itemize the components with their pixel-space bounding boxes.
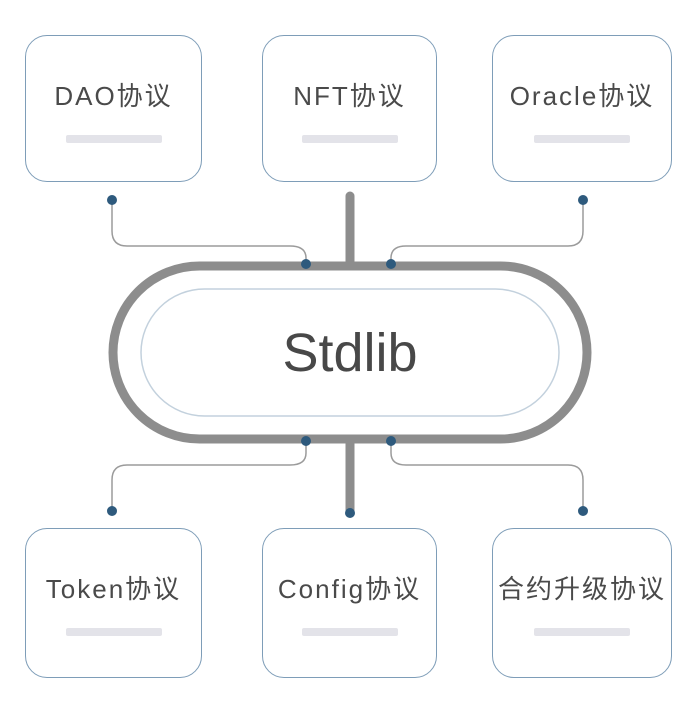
node-dao-protocol: DAO协议	[25, 35, 202, 182]
connection-dot	[386, 436, 396, 446]
node-label: Config协议	[277, 574, 422, 604]
node-contract-upgrade-protocol: 合约升级协议	[492, 528, 672, 678]
node-label: 合约升级协议	[497, 574, 666, 604]
connector-oracle-to-hub	[390, 202, 584, 262]
node-label: NFT协议	[293, 81, 406, 111]
connection-dot	[301, 436, 311, 446]
node-underline	[65, 135, 162, 143]
node-underline	[534, 135, 630, 143]
connection-dot	[345, 508, 355, 518]
connection-dot	[107, 195, 117, 205]
connector-upgrade-to-hub	[390, 444, 584, 509]
node-underline	[65, 628, 162, 636]
node-underline	[301, 628, 398, 636]
connection-dot	[107, 506, 117, 516]
connection-dot	[386, 259, 396, 269]
node-config-protocol: Config协议	[262, 528, 437, 678]
node-underline	[301, 135, 398, 143]
connector-token-to-hub	[111, 444, 307, 509]
connection-dot	[578, 195, 588, 205]
node-label: Token协议	[45, 574, 182, 604]
node-oracle-protocol: Oracle协议	[492, 35, 672, 182]
hub-inner-ring	[140, 288, 560, 417]
node-label: DAO协议	[54, 81, 173, 111]
node-nft-protocol: NFT协议	[262, 35, 437, 182]
connector-dao-to-hub	[111, 202, 307, 262]
connection-dot	[301, 259, 311, 269]
connection-dot	[578, 506, 588, 516]
node-token-protocol: Token协议	[25, 528, 202, 678]
node-label: Oracle协议	[509, 81, 655, 111]
node-underline	[534, 628, 630, 636]
